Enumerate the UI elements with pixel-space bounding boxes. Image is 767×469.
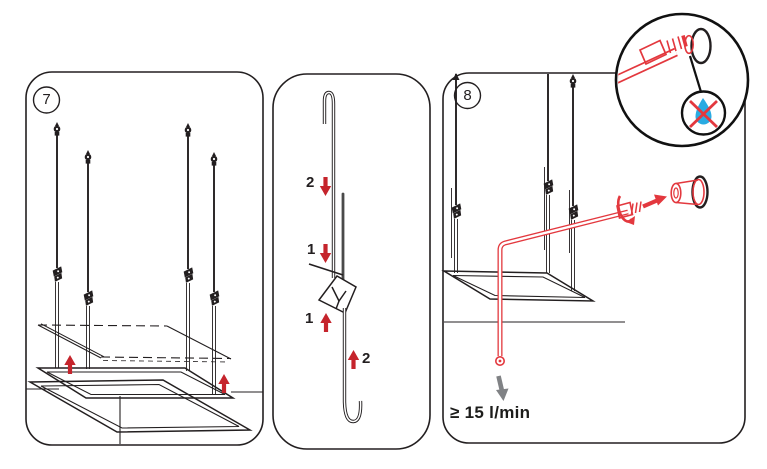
suspension-rod (83, 150, 95, 369)
pointer-line (688, 55, 703, 93)
ceiling-opening-dashed (37, 323, 232, 363)
hook-step-label-1-up: 1 (305, 310, 314, 327)
panel-clip (308, 263, 357, 315)
panel-step8 (441, 72, 746, 444)
hook-step-label-2-down: 2 (306, 174, 315, 191)
no-water-symbol (680, 90, 727, 136)
suspension-rods-step8 (451, 73, 580, 291)
ceiling-frame-lower (27, 379, 253, 433)
push-up-arrow-icon (320, 313, 332, 332)
panel-step7 (25, 71, 264, 446)
water-supply-pipe (494, 209, 629, 366)
push-up-arrow-icon (347, 350, 360, 369)
suspension-rod (568, 74, 580, 291)
hook-wire-lower (342, 308, 363, 424)
pipe-nut (638, 39, 668, 66)
step7-number: 7 (42, 91, 51, 108)
mounting-frame-upper (35, 367, 236, 399)
push-down-arrow-icon (319, 177, 332, 196)
wall-outlet-fitting (670, 175, 709, 209)
mounting-frame-step8 (441, 270, 596, 302)
step7-number-circle (32, 86, 61, 114)
flow-rate-label: ≥ 15 l/min (450, 403, 531, 422)
suspension-rod (543, 74, 555, 273)
hook-step-label-2-up: 2 (362, 350, 371, 367)
hook-step-label-1-down: 1 (307, 241, 316, 258)
suspension-rod (183, 123, 195, 371)
pipe-open-end (494, 355, 505, 366)
panel-hook-detail (272, 73, 431, 450)
step8-number-circle (453, 81, 482, 110)
step8-number: 8 (463, 86, 472, 104)
lift-up-arrow-icon (64, 355, 76, 374)
suspension-rod (451, 73, 463, 273)
hook-wire-upper (322, 90, 336, 278)
suspension-rod (209, 152, 221, 394)
connection-detail-circle (614, 12, 750, 148)
suspension-rods-step7 (52, 122, 221, 394)
flow-direction-arrow-icon (496, 375, 509, 401)
pipe-connection-end (616, 194, 667, 225)
no-water-crossout-icon (689, 99, 718, 129)
insert-direction-arrow-icon (642, 198, 658, 209)
wall-grommet (690, 27, 712, 65)
push-down-arrow-icon (319, 244, 332, 263)
